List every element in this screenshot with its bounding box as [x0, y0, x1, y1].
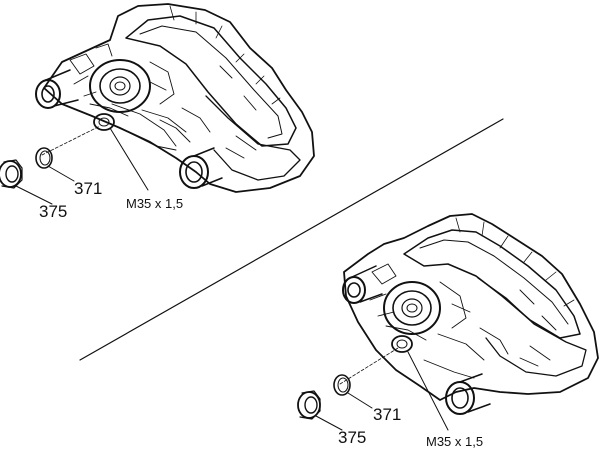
seal-ring-371-top: [35, 147, 53, 169]
label-371-top: 371: [74, 179, 102, 198]
label-371-bottom: 371: [373, 405, 401, 424]
screw-plug-375-top: [0, 159, 23, 189]
caliper-top: [35, 3, 315, 193]
label-375-top: 375: [39, 202, 67, 221]
separator-line: [79, 118, 504, 361]
axis-dashed-line-top: [41, 125, 101, 156]
label-thread-top: M35 x 1,5: [126, 196, 183, 211]
screw-plug-375-bottom: [297, 390, 321, 420]
label-375-bottom: 375: [338, 428, 366, 447]
caliper-bottom: [342, 213, 599, 415]
seal-ring-371-bottom: [333, 374, 351, 396]
label-thread-bottom: M35 x 1,5: [426, 434, 483, 449]
axis-dashed-line-bottom: [339, 347, 399, 385]
